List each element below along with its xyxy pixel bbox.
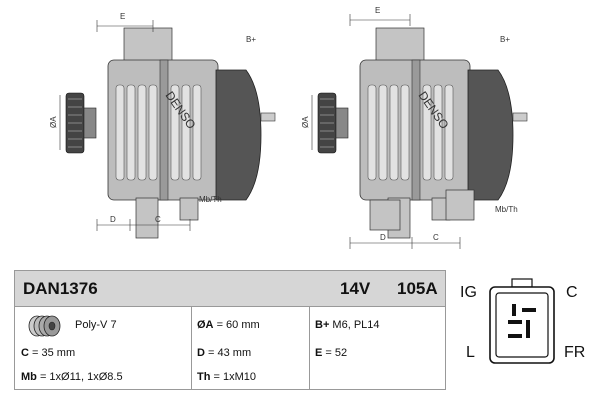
label-phia-right: ØA xyxy=(301,116,310,128)
connector-plug-icon xyxy=(489,278,555,364)
spec-table: DAN1376 14V 105A Poly-V 7 C = 35 mm Mb =… xyxy=(14,270,446,390)
label-mbth-right: Mb/Th xyxy=(495,205,518,214)
label-e-right: E xyxy=(375,6,380,15)
spec-d: D = 43 mm xyxy=(197,347,252,359)
label-c-right: C xyxy=(433,233,439,242)
amperage-value: 105A xyxy=(397,279,438,298)
column-divider xyxy=(191,307,192,389)
label-d-right: D xyxy=(380,233,386,242)
label-c-left: C xyxy=(155,215,161,224)
label-d-left: D xyxy=(110,215,116,224)
spec-header: DAN1376 14V 105A xyxy=(15,271,445,307)
spec-e: E = 52 xyxy=(315,347,348,359)
pulley-icon xyxy=(28,315,61,337)
spec-th: Th = 1xM10 xyxy=(197,371,257,383)
model-number: DAN1376 xyxy=(23,279,98,298)
label-bplus-left: B+ xyxy=(246,35,256,44)
label-mbth-left: Mb/Th xyxy=(199,195,222,204)
dimension-lines-right xyxy=(311,14,461,249)
spec-c: C = 35 mm xyxy=(21,347,76,359)
label-phia-left: ØA xyxy=(49,116,58,128)
pulley-type: Poly-V 7 xyxy=(75,319,117,331)
connector-label-l: L xyxy=(466,344,475,361)
spec-mb: Mb = 1xØ11, 1xØ8.5 xyxy=(21,371,123,383)
alternator-drawing: E B+ ØA D C Mb/Th DENSO E B+ ØA D C Mb/T… xyxy=(49,6,528,249)
left-view xyxy=(65,27,276,239)
column-divider xyxy=(309,307,310,389)
label-e-left: E xyxy=(120,12,125,21)
voltage-value: 14V xyxy=(340,279,371,298)
spec-b-plus: B+ M6, PL14 xyxy=(315,319,380,331)
label-bplus-right: B+ xyxy=(500,35,510,44)
connector-diagram: IG C L FR xyxy=(452,270,598,390)
connector-label-c: C xyxy=(566,284,578,301)
dimension-lines-left xyxy=(59,20,191,231)
spec-phi-a: ØA = 60 mm xyxy=(197,319,260,331)
right-view xyxy=(317,27,528,239)
connector-label-ig: IG xyxy=(460,284,477,301)
connector-label-fr: FR xyxy=(564,344,586,361)
